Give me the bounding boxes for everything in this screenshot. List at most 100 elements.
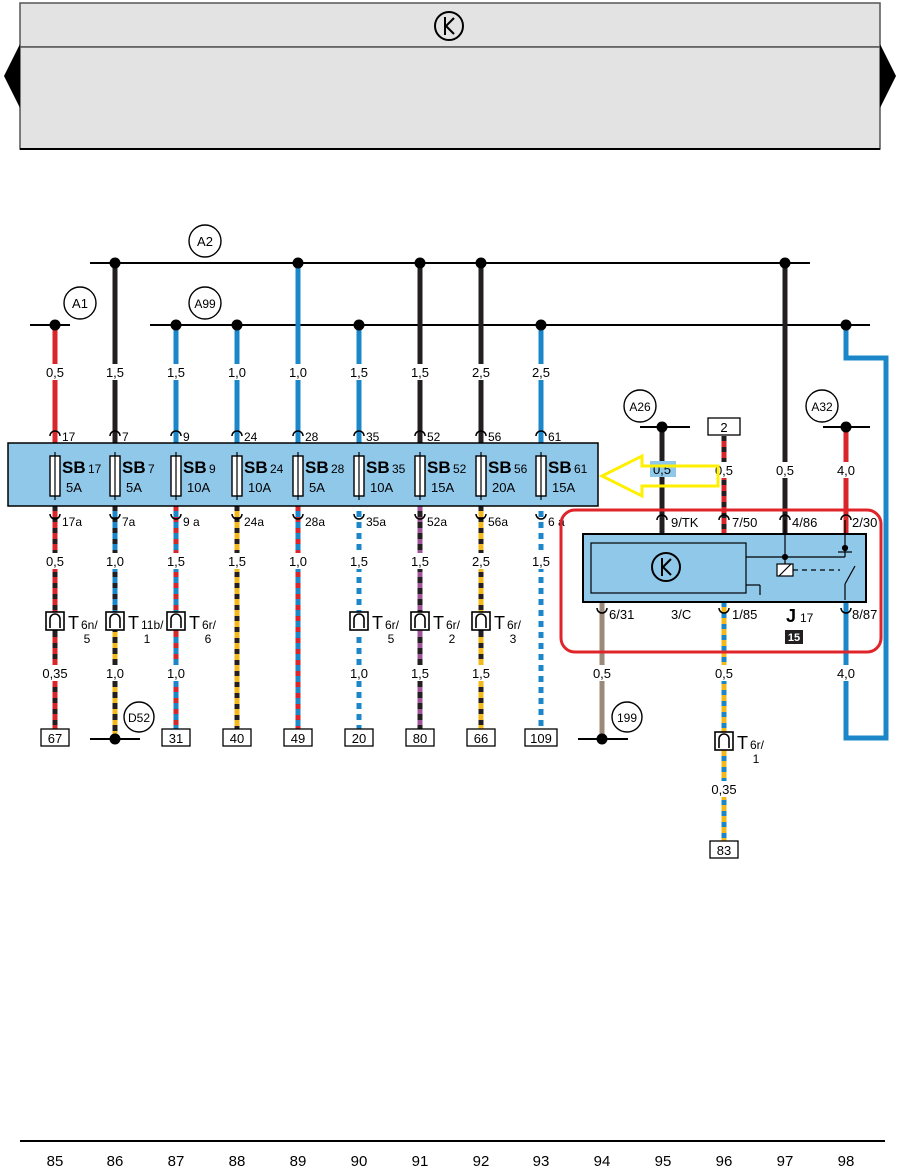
target-box <box>40 728 70 747</box>
fuse-rating: 10A <box>187 480 210 495</box>
pin-arc <box>109 513 121 520</box>
connector-pin: 1 <box>753 752 760 766</box>
ground-dot <box>596 733 608 745</box>
fuse-name: SB <box>305 458 329 477</box>
target-label: 31 <box>169 731 183 746</box>
ground-ref-circle <box>123 701 155 733</box>
relay-inner-box <box>590 542 747 594</box>
connector-icon <box>471 611 491 631</box>
pin-out-label: 52a <box>427 515 447 529</box>
connector-sub: 6n/ <box>81 618 98 632</box>
fuse-rating: 20A <box>492 480 515 495</box>
connector-pin: 5 <box>388 632 395 646</box>
fuse-name: SB <box>548 458 572 477</box>
pin-arc <box>414 430 426 437</box>
pin-in-label: 28 <box>305 430 319 444</box>
column-number: 98 <box>838 1153 855 1168</box>
target-box <box>466 728 496 747</box>
pin-3-c-label: 3/C <box>671 607 691 622</box>
ground-ref-circle <box>611 701 643 733</box>
connector-pin: 6 <box>205 632 212 646</box>
fuse-name: SB <box>122 458 146 477</box>
junction-dot <box>170 319 182 331</box>
relay-pins: 9/TK 7/50 4/86 2/30 6/31 3/C 1/85 8/87 <box>609 515 877 622</box>
target-label: 109 <box>530 731 552 746</box>
connector-sub: 11b/ <box>141 618 164 632</box>
connector-sub: 6r/ <box>385 618 400 632</box>
fuse-number: 28 <box>331 462 345 476</box>
connector-sub: 6r/ <box>507 618 522 632</box>
pin-8-87-label: 8/87 <box>852 607 877 622</box>
pin-arc <box>231 430 243 437</box>
connector-name: T <box>433 613 444 633</box>
fuse-name: SB <box>488 458 512 477</box>
connector-name: T <box>494 613 505 633</box>
target-label: 80 <box>413 731 427 746</box>
target-box <box>161 728 191 747</box>
cs-label: 0,5 <box>776 463 794 478</box>
target-box <box>344 728 374 747</box>
pin-arc <box>231 513 243 520</box>
column-number: 90 <box>351 1153 368 1168</box>
pin-in-label: 17 <box>62 430 76 444</box>
pin-arc <box>353 513 365 520</box>
connector-icon <box>166 611 186 631</box>
column-number: 91 <box>412 1153 429 1168</box>
column-number: 89 <box>290 1153 307 1168</box>
fuse-name: SB <box>366 458 390 477</box>
target-box <box>709 840 739 859</box>
connector-name: T <box>68 613 79 633</box>
junction-dot <box>656 421 668 433</box>
pin-arc <box>49 513 61 520</box>
column-number: 93 <box>533 1153 550 1168</box>
pin-in-label: 61 <box>548 430 562 444</box>
svg-text:A1: A1 <box>72 296 88 311</box>
target-label: 83 <box>717 843 731 858</box>
pin-arc <box>109 430 121 437</box>
pin-out-label: 9 a <box>183 515 200 529</box>
cs-in-label: 1,0 <box>289 365 307 380</box>
cs-out-label: 1,5 <box>167 554 185 569</box>
connector-icon <box>410 611 430 631</box>
relay-internal-circuit <box>746 520 856 600</box>
cs-low-label: 0,35 <box>42 666 67 681</box>
ground-dot <box>109 733 121 745</box>
pin-2-30-label: 2/30 <box>852 515 877 530</box>
cs-out-label: 1,5 <box>350 554 368 569</box>
connector-pin: 2 <box>449 632 456 646</box>
connector-name: T <box>737 733 748 753</box>
svg-text:J: J <box>786 606 796 626</box>
column-number: 95 <box>655 1153 672 1168</box>
rail-label-a99: A99 <box>188 286 222 320</box>
cs-low-label: 1,0 <box>350 666 368 681</box>
fuse-number: 61 <box>574 462 588 476</box>
svg-text:A32: A32 <box>811 400 833 414</box>
svg-text:A2: A2 <box>197 234 213 249</box>
pin-in-label: 9 <box>183 430 190 444</box>
fuse-number: 35 <box>392 462 406 476</box>
connector-icon <box>714 731 734 751</box>
connector-icon <box>349 611 369 631</box>
cs-label: 0,5 <box>715 666 733 681</box>
cs-label: 0,5 <box>593 666 611 681</box>
rail-label-a1: A1 <box>63 286 97 320</box>
fuse-name: SB <box>427 458 451 477</box>
pin-in-label: 52 <box>427 430 441 444</box>
rails <box>30 262 870 428</box>
cs-in-label: 0,5 <box>46 365 64 380</box>
pin-arc <box>840 607 852 614</box>
pin-out-label: 35a <box>366 515 386 529</box>
fuse-rating: 15A <box>431 480 454 495</box>
pin-arc <box>292 513 304 520</box>
fuse-number: 52 <box>453 462 467 476</box>
fuse-name: SB <box>62 458 86 477</box>
pin-arc <box>475 513 487 520</box>
